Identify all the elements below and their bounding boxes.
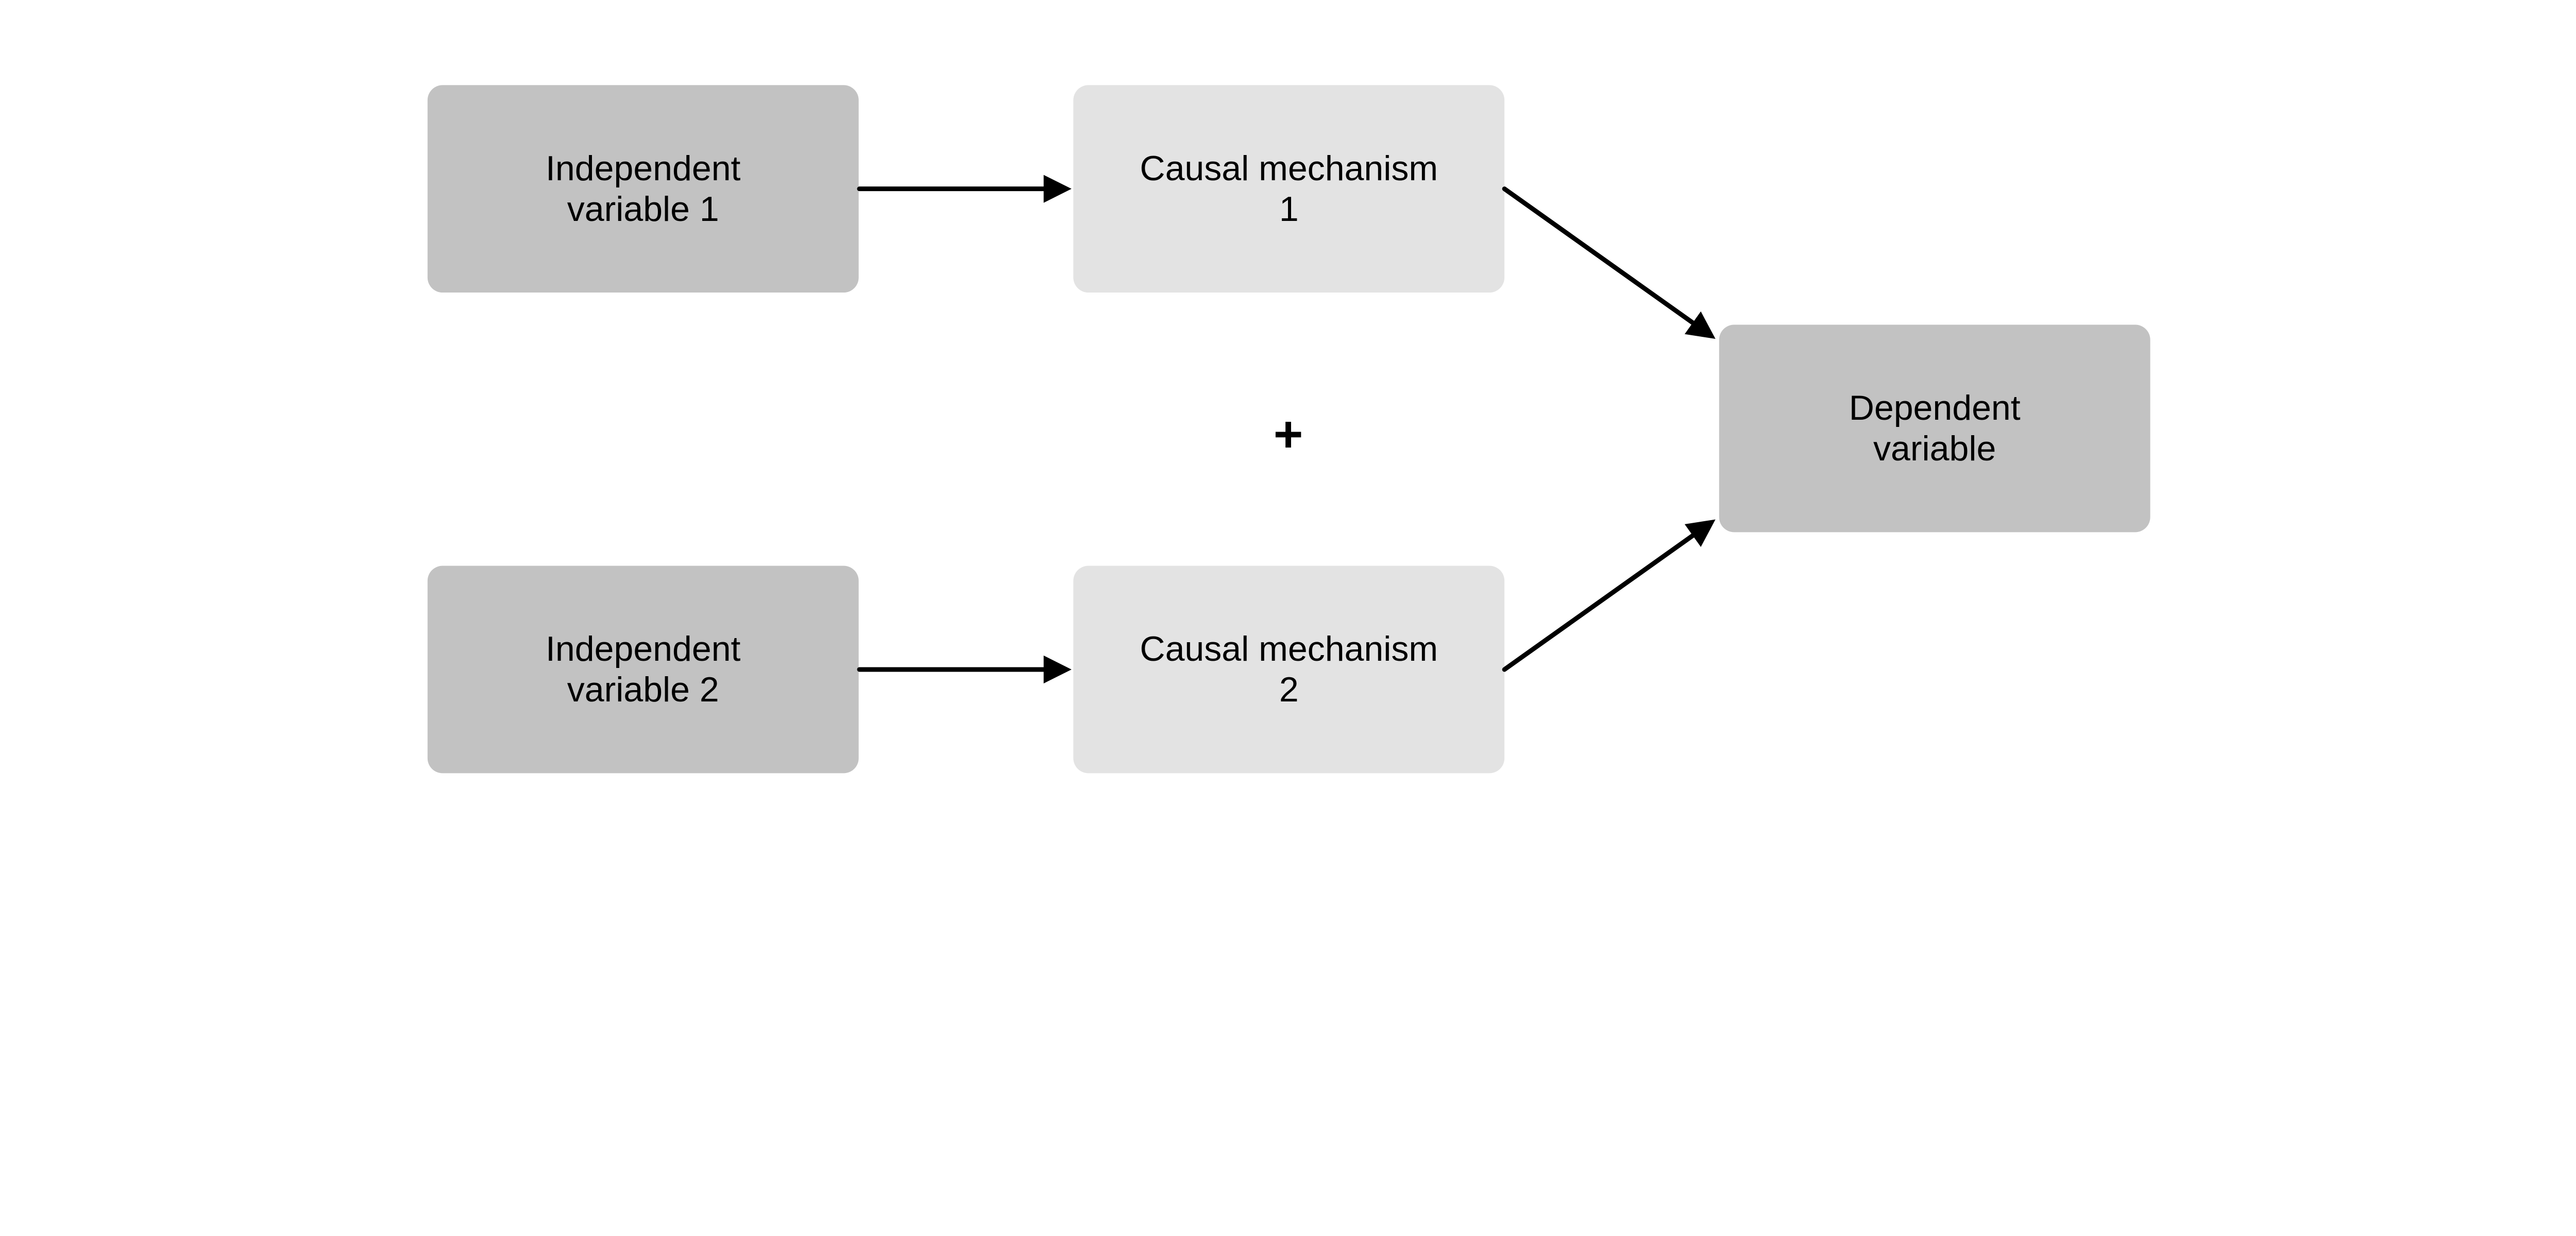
edge-arrow-cm1-to-dv [1502,186,1716,339]
edge-arrow-cm2-to-dv [1502,519,1716,672]
node-box-dependent-variable [1719,324,2150,533]
node-box-causal-mechanism-2 [1073,565,1505,774]
diagram-canvas: Independent variable 1 Causal mechanism … [427,85,2150,774]
node-box-causal-mechanism-1 [1073,85,1505,293]
diagram-shapes-layer [427,85,2150,774]
node-box-independent-variable-1 [427,85,859,293]
node-box-independent-variable-2 [427,565,859,774]
